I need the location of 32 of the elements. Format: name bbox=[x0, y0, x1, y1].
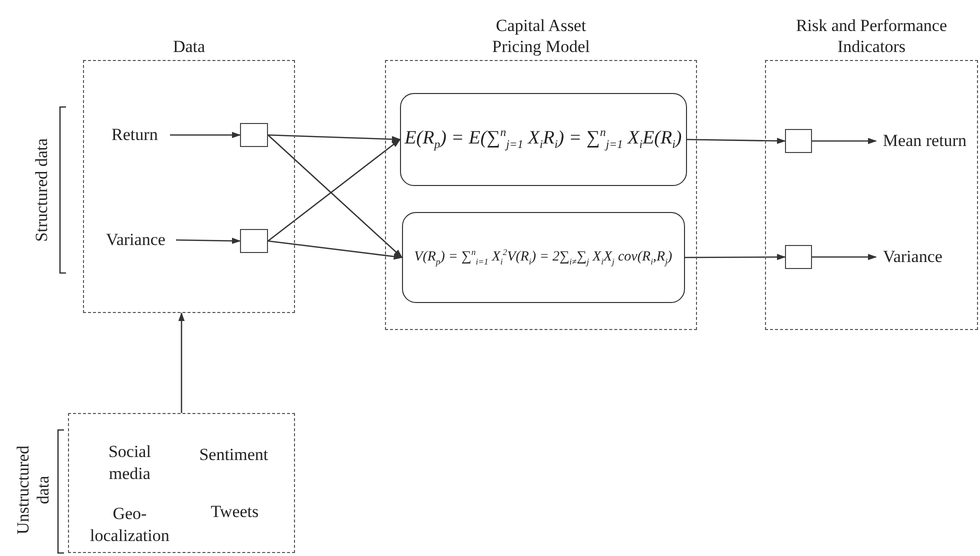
group-heading: Capital Asset Pricing Model bbox=[491, 14, 591, 58]
item-label: Variance bbox=[96, 228, 176, 252]
formula-box bbox=[400, 92, 687, 186]
arrow bbox=[812, 138, 877, 144]
item-label: Geo- localization bbox=[76, 502, 184, 548]
square-box bbox=[240, 228, 268, 253]
side-label: Unstructured data bbox=[14, 444, 54, 536]
group-heading: Risk and Performance Indicators bbox=[794, 14, 948, 58]
item-label: Social media bbox=[92, 440, 168, 486]
arrow bbox=[686, 138, 786, 144]
arrow bbox=[176, 238, 241, 244]
arrow bbox=[685, 254, 786, 260]
arrow bbox=[178, 312, 185, 413]
side-label: Structured data bbox=[32, 137, 52, 244]
formula: E(R$_{p}$) = E(∑$^{n}$$_{j=1}$ X$_{i}$R$_{i}$) = ∑$^{n}$$_{j=1}$ X$_{i}$E(R$_{i}$) bbox=[404, 126, 682, 152]
item-label: Tweets bbox=[198, 500, 272, 524]
arrow bbox=[170, 132, 241, 138]
formula-box bbox=[402, 212, 685, 303]
item-label: Mean return bbox=[876, 128, 974, 153]
square-box bbox=[240, 122, 268, 147]
arrow bbox=[268, 134, 401, 142]
formula: V(R$_{p}$) = ∑$^{n}$$_{i=1}$ X$_{i}$$^{2}$V(R$_{i}$) = 2∑$_{i≠}$∑$_{j}$ X$_{i}$X$_{j}$ cov(R$_{i}$,R$_{j}$) bbox=[414, 247, 672, 267]
item-label: Return bbox=[100, 122, 170, 147]
square-box bbox=[784, 128, 812, 153]
arrow bbox=[268, 240, 403, 260]
item-label: Variance bbox=[876, 244, 950, 269]
arrow bbox=[268, 138, 401, 242]
square-box bbox=[784, 244, 812, 269]
group-heading: Data bbox=[172, 36, 206, 58]
arrow bbox=[812, 254, 877, 260]
item-label: Sentiment bbox=[186, 442, 282, 467]
arrow bbox=[268, 134, 403, 258]
